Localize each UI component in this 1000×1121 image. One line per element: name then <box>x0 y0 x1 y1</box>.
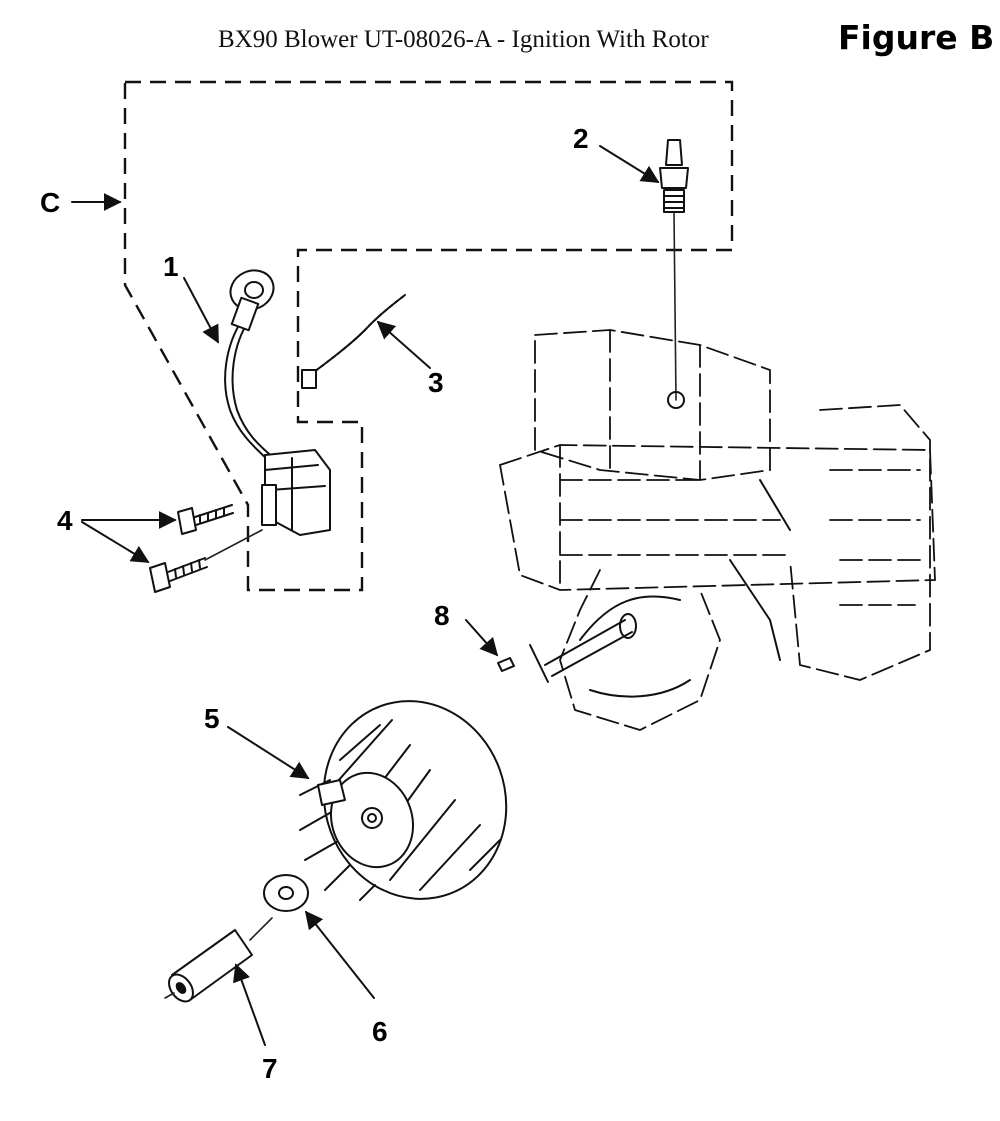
callout-3: 3 <box>428 367 444 398</box>
figure-label: Figure B <box>838 18 995 57</box>
callout-8: 8 <box>434 600 450 631</box>
wire-clip <box>301 294 406 389</box>
pin-sleeve <box>164 917 273 1003</box>
callout-2: 2 <box>573 123 589 154</box>
callout-6: 6 <box>372 1016 388 1047</box>
arrow-1 <box>183 277 219 344</box>
callout-5: 5 <box>204 703 220 734</box>
engine-block <box>498 329 936 731</box>
callout-4: 4 <box>57 505 73 536</box>
arrow-6 <box>304 910 375 999</box>
diagram-title: BX90 Blower UT-08026-A - Ignition With R… <box>218 26 709 53</box>
arrow-8 <box>465 619 499 657</box>
arrow-5 <box>227 726 310 779</box>
callout-1: 1 <box>163 251 179 282</box>
leader-arrows <box>71 145 660 1046</box>
flywheel-rotor <box>299 700 508 901</box>
ignition-coil <box>224 269 331 536</box>
mounting-screws <box>149 504 263 593</box>
arrow-2 <box>599 145 660 183</box>
arrow-4b <box>81 521 150 563</box>
arrow-3 <box>376 320 431 369</box>
arrow-7 <box>233 963 266 1046</box>
washer <box>263 874 309 912</box>
spark-plug <box>659 139 689 401</box>
callout-c: C <box>40 187 60 218</box>
woodruff-key <box>497 657 515 672</box>
callout-7: 7 <box>262 1053 278 1084</box>
